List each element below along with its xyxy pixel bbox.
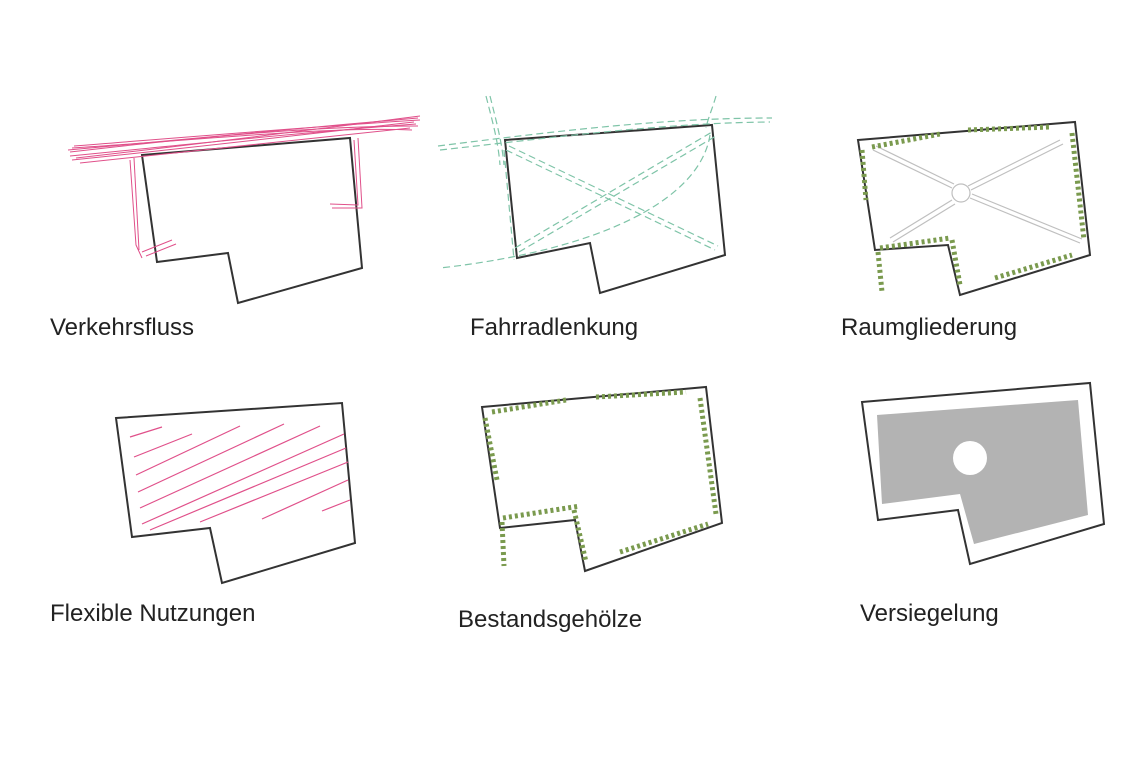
traffic-lines — [67, 115, 421, 259]
hatch-lines — [129, 423, 351, 531]
site-outline — [114, 401, 357, 585]
path-cross — [872, 139, 1083, 244]
unsealed-circle — [953, 441, 987, 475]
caption-flexible-uses: Flexible Nutzungen — [50, 600, 256, 627]
tree-rows — [859, 124, 1087, 293]
site-outline — [140, 136, 364, 305]
site-outline — [856, 120, 1092, 297]
caption-sealing: Versiegelung — [860, 600, 999, 627]
cycle-routes — [437, 95, 773, 269]
caption-bicycle-routing: Fahrradlenkung — [470, 314, 639, 341]
site-outline — [480, 385, 724, 573]
caption-spatial-structure: Raumgliederung — [841, 314, 1018, 341]
sealed-area — [877, 400, 1088, 544]
tree-rows — [482, 389, 719, 567]
site-outline — [503, 123, 727, 295]
site-outline — [860, 381, 1106, 566]
caption-traffic-flow: Verkehrsfluss — [50, 314, 195, 341]
caption-existing-trees: Bestandsgehölze — [458, 606, 643, 633]
